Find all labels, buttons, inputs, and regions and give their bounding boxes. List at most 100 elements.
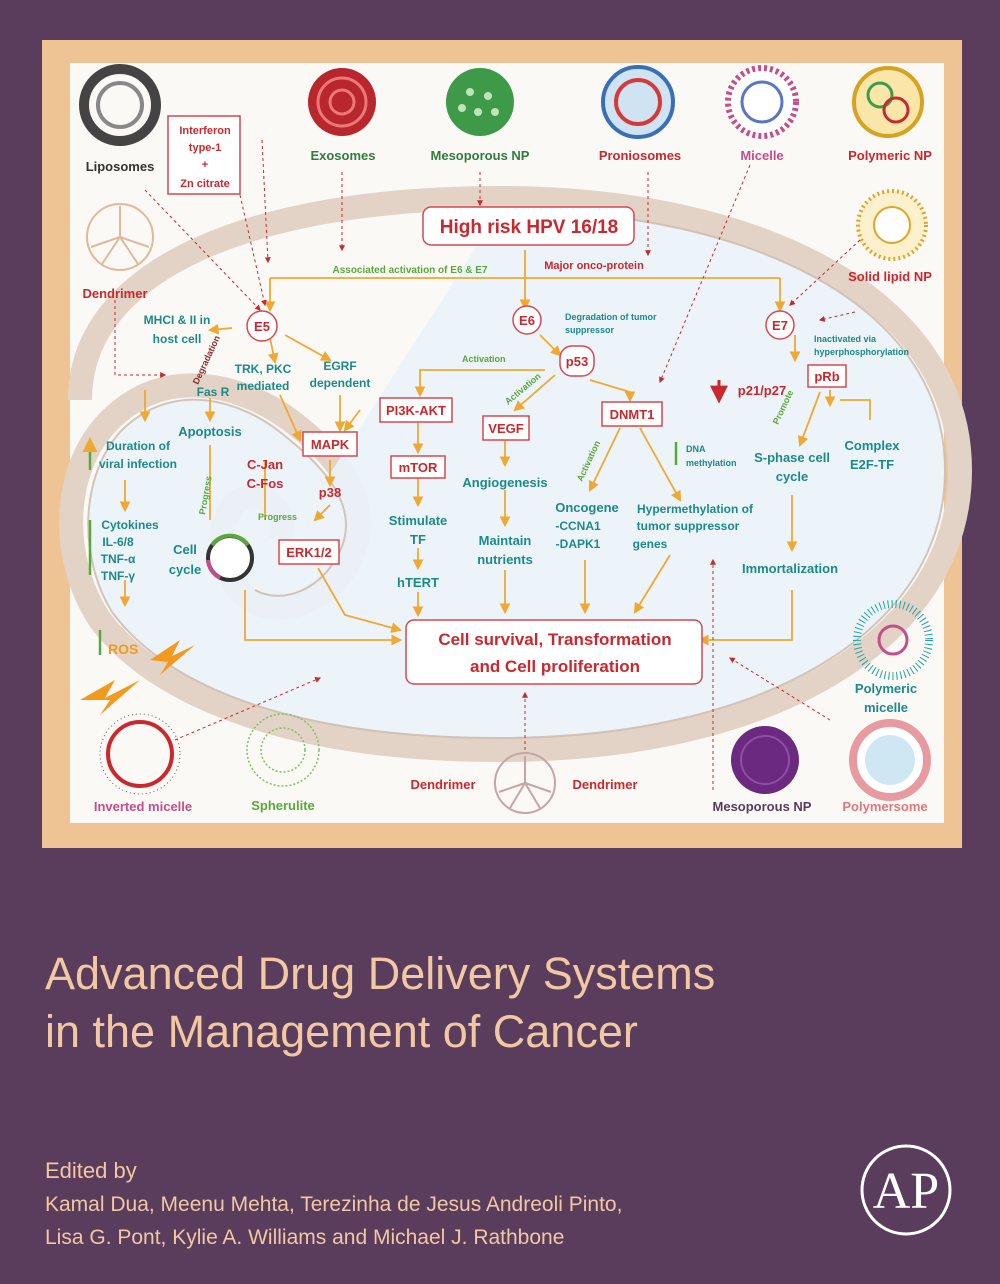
degradation-tumor-label-1: Degradation of tumor [565,312,657,322]
egrf-label-1: EGRF [323,359,356,373]
liposome-icon [79,64,161,146]
pi3k-label: PI3K-AKT [386,403,446,418]
trk-label-2: mediated [237,379,290,393]
mapk-box [302,431,358,457]
mapk-label: MAPK [311,437,350,452]
lightning-icon [80,640,195,715]
dnmt1-box [601,401,663,427]
polymeric-micelle-label-1: Polymeric [855,681,917,696]
p38-label: p38 [319,485,341,500]
editors-line-2: Lisa G. Pont, Kylie A. Williams and Mich… [45,1226,565,1249]
hpv-title: High risk HPV 16/18 [440,217,618,238]
ros-label: ROS [108,641,138,657]
polymeric-micelle-label-2: micelle [864,700,908,715]
e6-label: E6 [519,313,535,328]
prb-label: pRb [814,369,839,384]
book-title-line-2: in the Management of Cancer [45,1006,638,1057]
sphase-label-1: S-phase cell [754,450,830,465]
mhc-label-1: MHCI & II in [144,313,211,327]
hpv-pathway-diagram: Liposomes Exosomes Mesoporous NP Pronios… [59,64,973,814]
oncogene-label-2: -CCNA1 [555,519,601,533]
dashed-carrier-arrows [114,139,861,790]
hypermeth-label-3: genes [633,537,668,551]
book-title: Advanced Drug Delivery Systems in the Ma… [45,945,975,1061]
cjan-label-2: C-Fos [247,476,284,491]
spherulite-label: Spherulite [251,798,315,813]
mesoporous-bottom-label: Mesoporous NP [713,799,812,814]
stimulate-label-1: Stimulate [389,513,448,528]
sphase-label-2: cycle [776,469,809,484]
fas-r-label: Fas R [197,385,230,399]
polymeric-np-icon [852,66,924,138]
solid-lipid-np-icon [856,189,928,261]
dendrimer-icon [86,203,154,271]
apoptosis-label: Apoptosis [178,424,242,439]
cytokines-label-1: Cytokines [101,518,159,532]
micelle-label: Micelle [740,148,783,163]
inactivated-label-2: hyperphosphorylation [814,347,909,357]
activation-label-1: Activation [462,354,506,364]
liposomes-label: Liposomes [86,159,155,174]
mesoporous-top-label: Mesoporous NP [431,148,530,163]
polymeric-np-label: Polymeric NP [848,148,932,163]
vegf-box [482,415,530,441]
polymersome-label: Polymersome [842,799,927,814]
spherulite-icon [246,713,320,787]
e7-node [765,310,795,340]
mesoporous-np-icon [446,68,514,136]
dendrimer-bottom-left-label: Dendrimer [410,777,475,792]
erk-label: ERK1/2 [286,545,332,560]
complex-label-1: Complex [845,438,901,453]
p53-label: p53 [566,354,588,369]
p21-label: p21/p27 [738,383,786,398]
green-arrows [82,437,678,655]
dna-methylation-label-1: DNA [686,444,706,454]
cell-cycle-label-1: Cell [173,542,197,557]
polymeric-micelle-icon [853,600,933,680]
proniosomes-label: Proniosomes [599,148,681,163]
e6-node [512,305,542,335]
e5-label: E5 [254,319,270,334]
cytokines-label-2: IL-6/8 [102,535,134,549]
cell-cycle-label-2: cycle [169,562,202,577]
associated-activation-label: Associated activation of E6 & E7 [332,265,487,276]
dendrimer-left-label: Dendrimer [82,286,147,301]
e5-node [246,310,278,342]
complex-label-2: E2F-TF [850,457,894,472]
oncogene-label-3: -DAPK1 [556,537,601,551]
cell-survival-box [405,619,703,685]
pathway-arrows [119,250,871,646]
angiogenesis-label: Angiogenesis [462,475,547,490]
e7-label: E7 [772,318,788,333]
oncogene-label-1: Oncogene [555,500,619,515]
interferon-line-3: + [202,159,208,171]
solid-lipid-np-label: Solid lipid NP [848,269,932,284]
cell-cycle-icon [206,533,254,582]
exosomes-label: Exosomes [310,148,375,163]
mhc-label-2: host cell [153,332,202,346]
polymersome-icon [849,719,931,801]
dna-methylation-label-2: methylation [686,458,737,468]
duration-label-1: Duration of [106,439,171,453]
dendrimer-bottom-icon [494,752,556,814]
prb-box [807,364,847,388]
dnmt1-label: DNMT1 [610,407,655,422]
maintain-label-2: nutrients [477,552,533,567]
progress-label-2: Progress [258,512,297,522]
mesoporous-np-bottom-icon [731,726,799,794]
p53-node [559,345,595,377]
publisher-logo-text: AP [873,1163,939,1220]
inactivated-label-1: Inactivated via [814,334,877,344]
degradation-tumor-label-2: suppressor [565,325,615,335]
maintain-label-1: Maintain [479,533,532,548]
editors-line-1: Kamal Dua, Meenu Mehta, Terezinha de Jes… [45,1193,623,1216]
cjan-label-1: C-Jan [247,457,283,472]
interferon-box [167,115,241,195]
inverted-micelle-icon [99,713,181,795]
duration-label-2: viral infection [99,457,177,471]
cytokines-label-4: TNF-γ [101,569,135,583]
mtor-box [390,455,446,479]
cell-survival-line-1: Cell survival, Transformation [438,630,671,649]
erk-box [278,539,340,565]
egrf-label-2: dependent [310,376,371,390]
